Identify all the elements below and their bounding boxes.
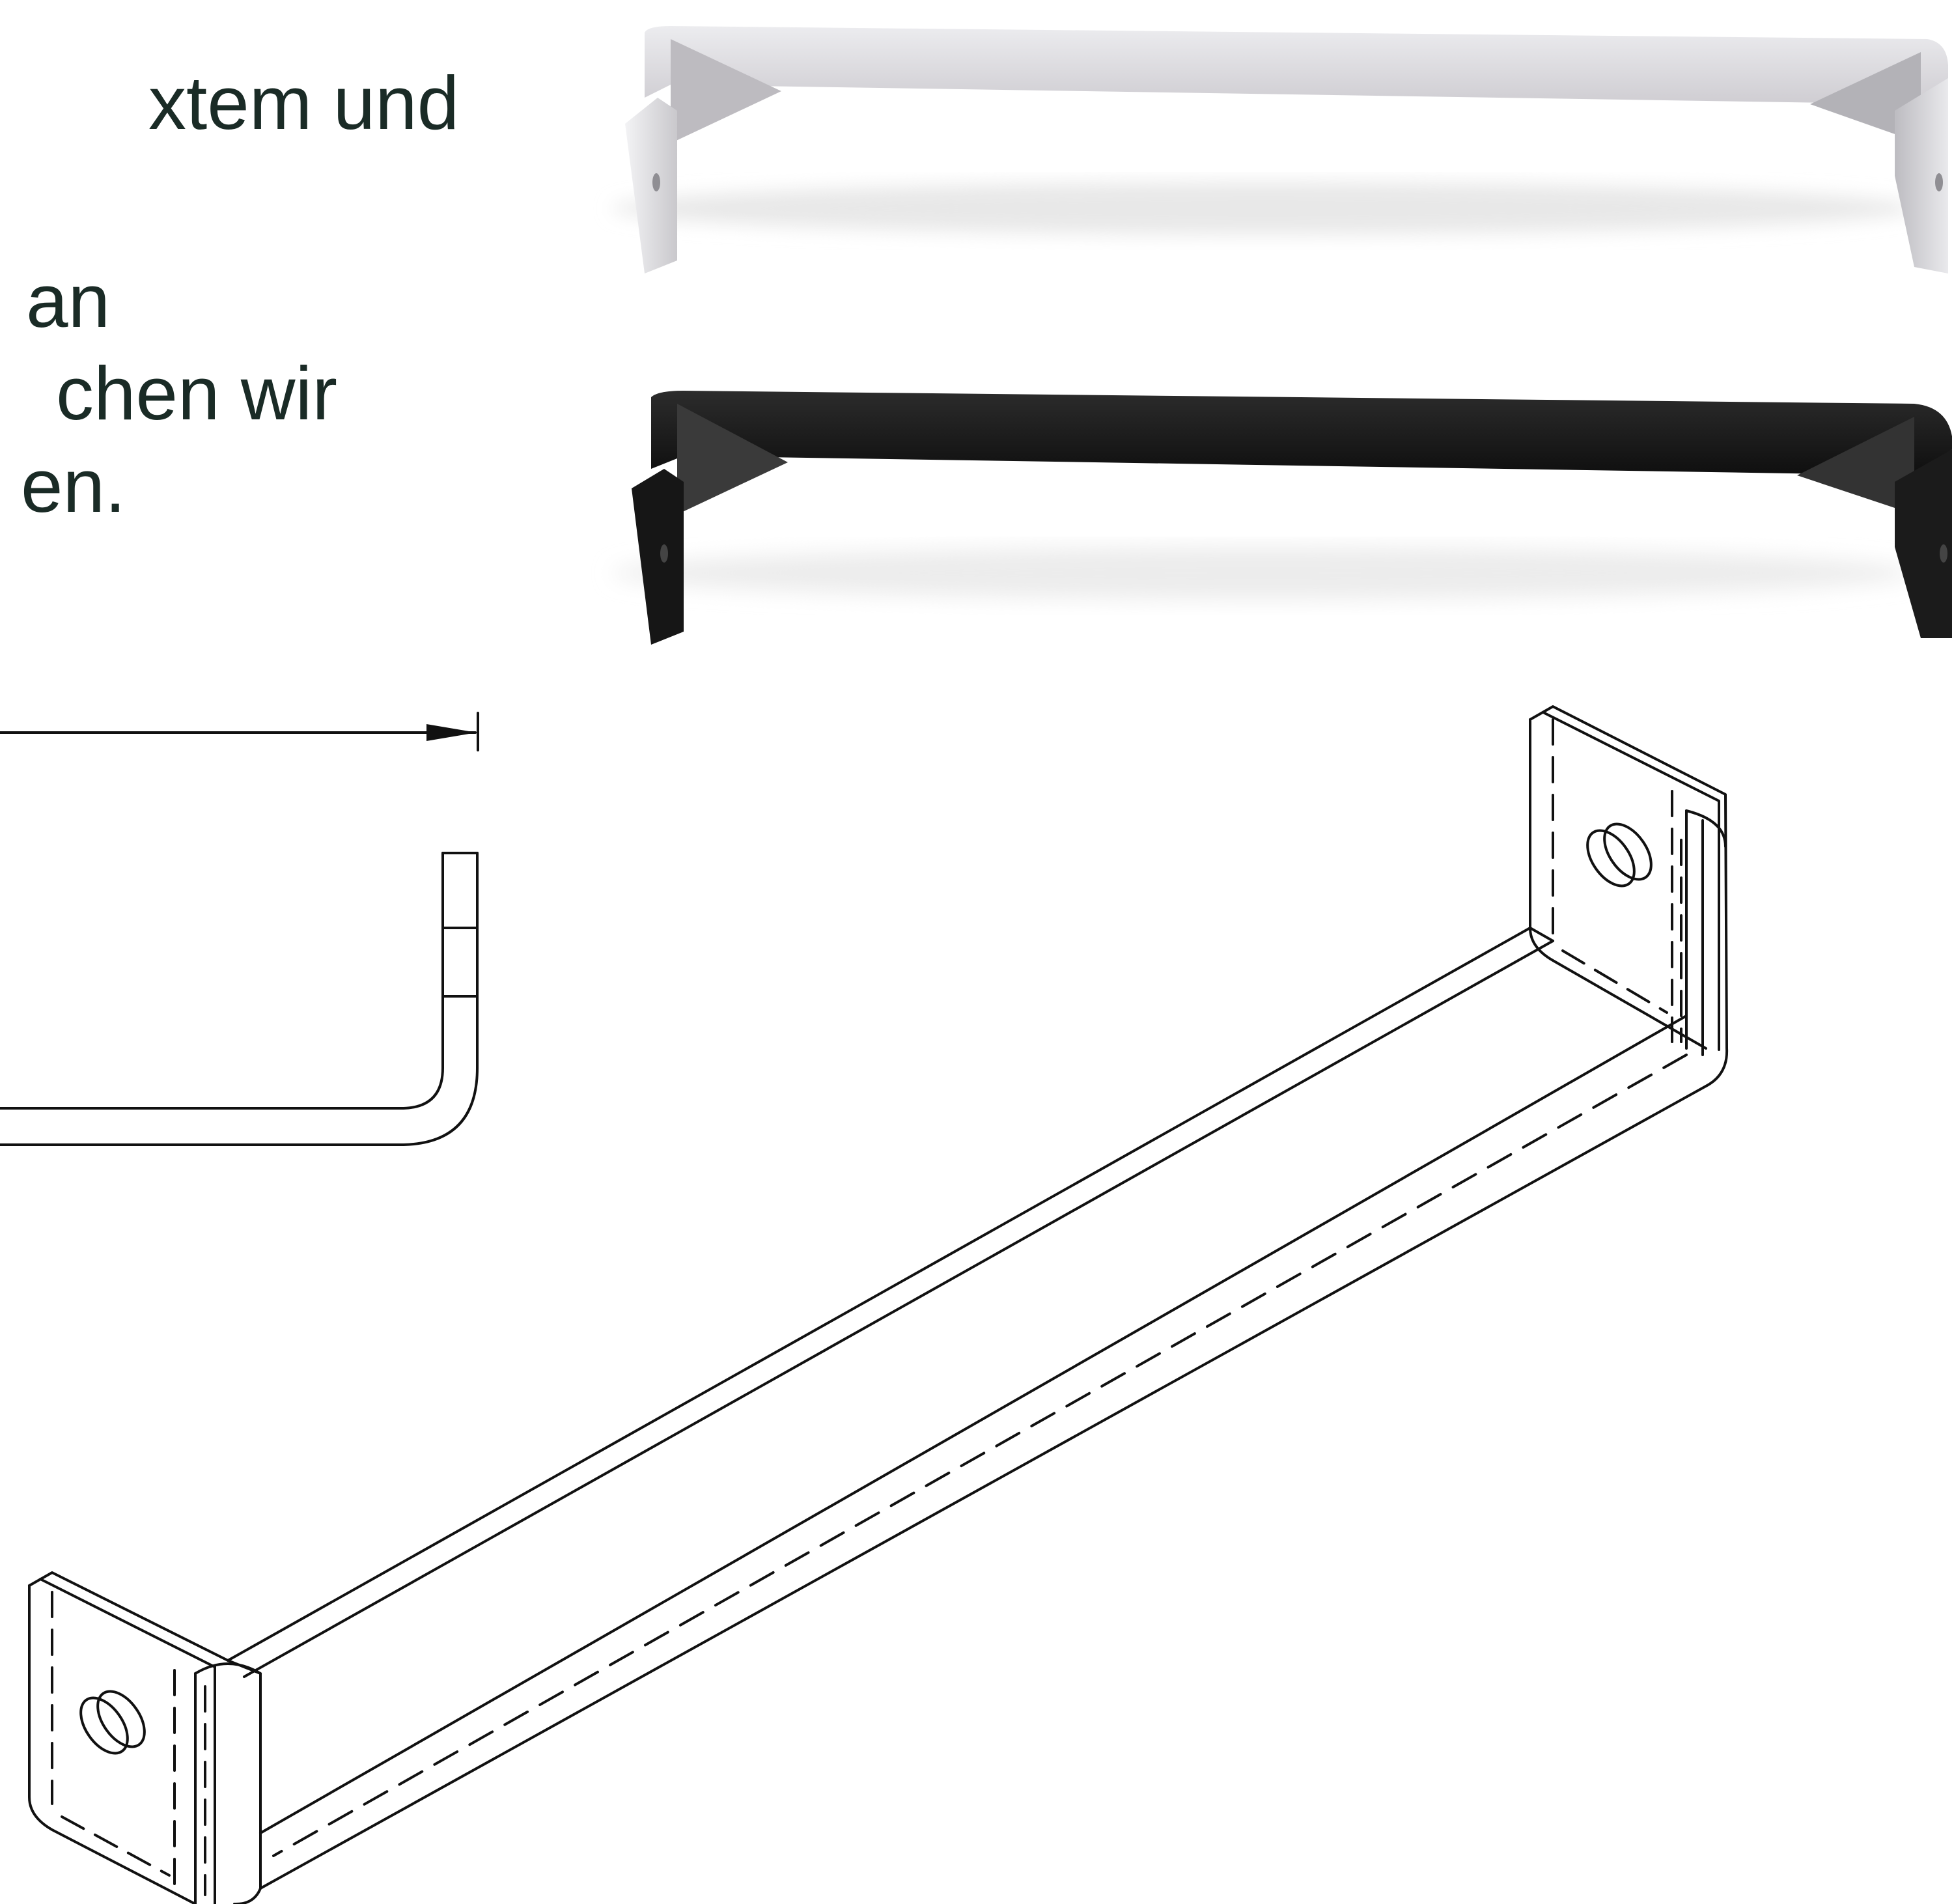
black-handle-photo [573,378,1954,651]
text-line-3: chen wir [56,351,337,436]
white-handle-photo [573,13,1954,287]
technical-drawings [0,690,1954,1904]
text-line-4: en. [21,443,126,528]
text-line-1: xtem und [148,61,460,145]
text-line-2: an [26,259,111,343]
handle-side-view-drawing [0,712,479,1146]
handle-isometric-drawing [28,705,1729,1904]
